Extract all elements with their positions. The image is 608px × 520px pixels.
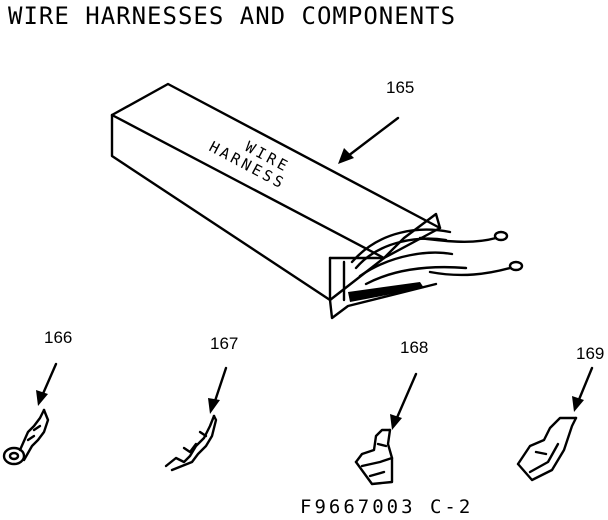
leader-arrow-166 [36,362,58,406]
spade-terminal-part-168 [354,428,394,486]
callout-169: 169 [576,344,605,363]
callout-166: 166 [44,328,73,347]
leader-arrow-168 [390,372,418,430]
callout-167: 167 [210,334,239,353]
leader-arrow-167 [208,366,228,414]
ring-terminal-part-166 [2,408,50,466]
hook-terminal-part-167 [164,414,218,472]
diagram-title: WIRE HARNESSES AND COMPONENTS [8,2,457,30]
spade-terminal-part-169 [516,416,578,482]
leader-arrow-169 [572,366,594,412]
figure-code: F9667003 C-2 [300,496,474,518]
wire-harness-box: WIRE HARNESS [110,82,524,320]
callout-165: 165 [386,78,415,97]
callout-168: 168 [400,338,429,357]
leader-arrow-165 [338,116,400,164]
